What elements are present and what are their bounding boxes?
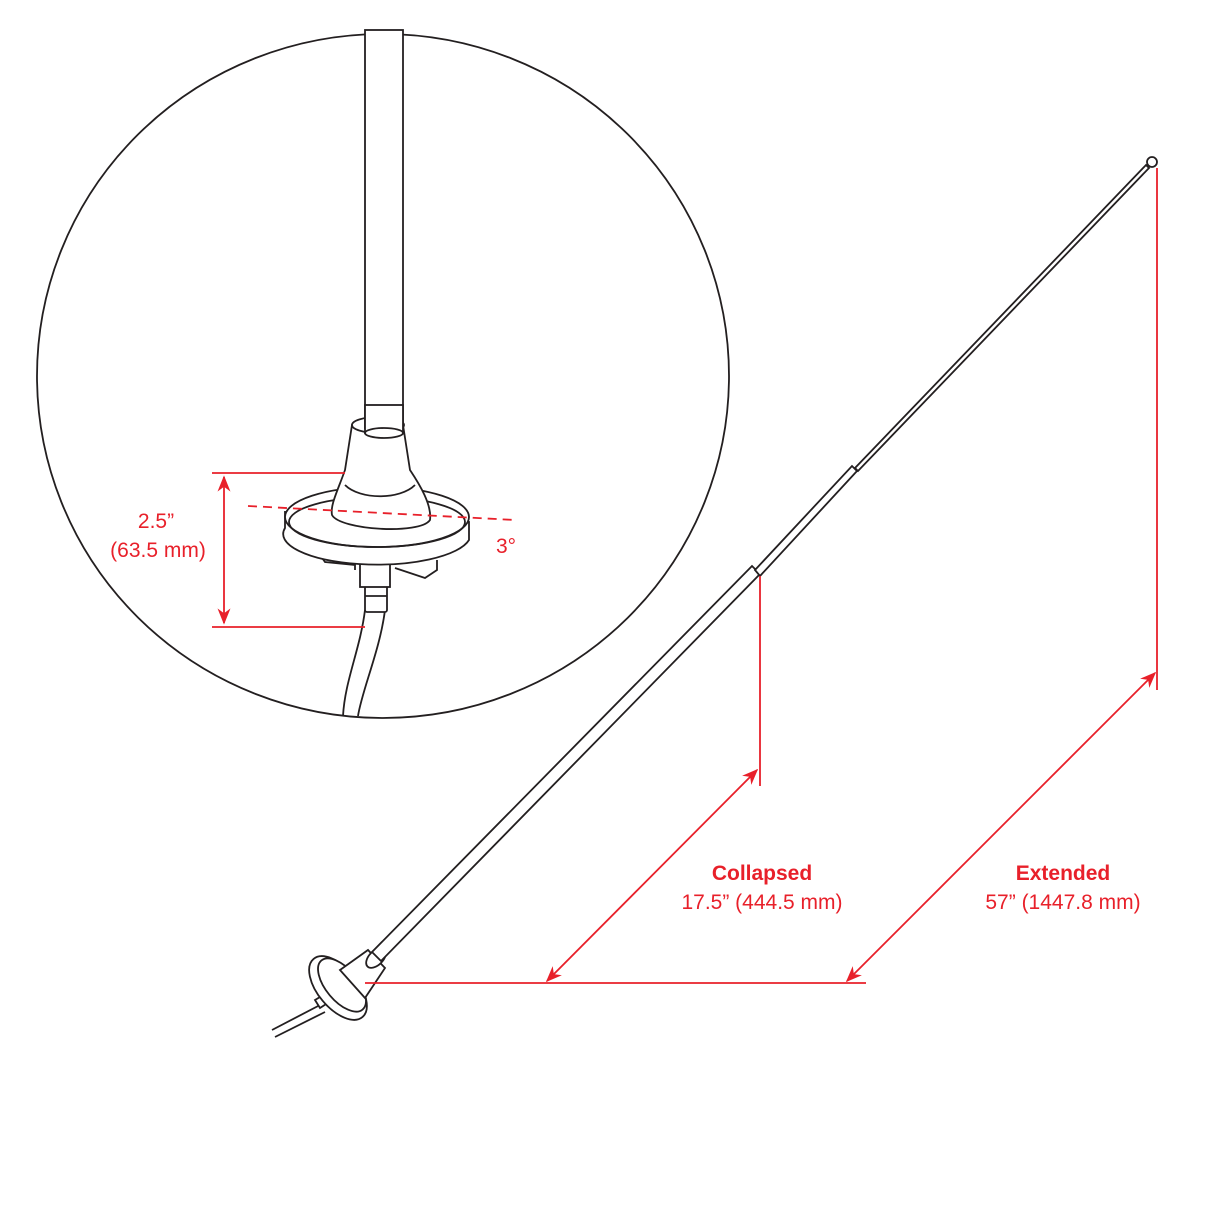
collapsed-dimension-arrow bbox=[545, 768, 759, 983]
inset-cone bbox=[330, 424, 432, 530]
mast-middle bbox=[753, 464, 859, 578]
detail-inset bbox=[36, 29, 730, 719]
extended-value: 57” (1447.8 mm) bbox=[985, 891, 1141, 914]
inset-mast bbox=[364, 29, 404, 429]
inset-dimensions bbox=[212, 472, 516, 628]
tilt-angle-label: 3° bbox=[495, 535, 517, 558]
antenna-tip bbox=[1146, 156, 1158, 168]
main-dimensions bbox=[365, 168, 1158, 984]
collapsed-value: 17.5” (444.5 mm) bbox=[681, 891, 843, 914]
inset-height-metric: (63.5 mm) bbox=[110, 539, 206, 562]
inset-height-label: 2.5” bbox=[137, 510, 175, 533]
collapsed-title: Collapsed bbox=[711, 862, 813, 885]
inset-cable bbox=[342, 609, 386, 717]
antenna bbox=[271, 156, 1158, 1038]
extended-dimension-arrow bbox=[845, 671, 1157, 983]
extended-title: Extended bbox=[1015, 862, 1111, 885]
antenna-cable bbox=[271, 1004, 326, 1038]
mast-upper bbox=[853, 163, 1151, 473]
